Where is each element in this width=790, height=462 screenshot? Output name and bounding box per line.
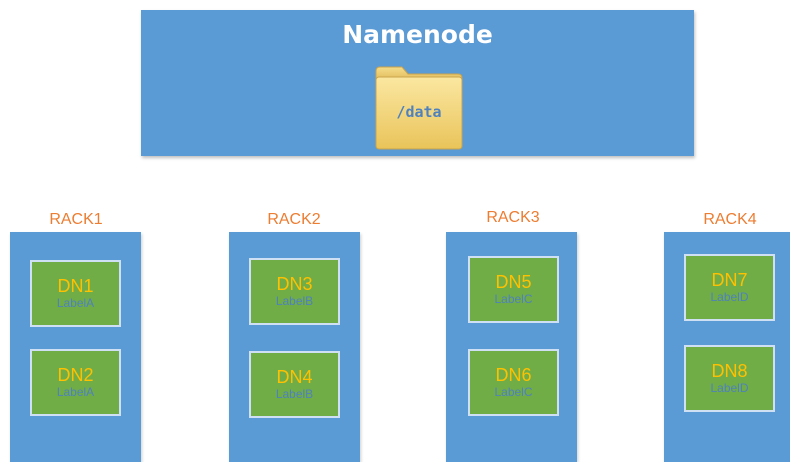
folder-label: /data bbox=[396, 103, 442, 121]
datanode: DN5 LabelC bbox=[468, 256, 559, 323]
rack-label: RACK3 bbox=[486, 209, 540, 226]
datanode: DN8 LabelD bbox=[684, 345, 775, 412]
datanode-name: DN1 bbox=[57, 276, 94, 296]
datanode-label: LabelA bbox=[56, 296, 95, 310]
datanode-name: DN8 bbox=[711, 361, 748, 381]
rack-box: DN7 LabelD DN8 LabelD bbox=[664, 232, 790, 462]
datanode-label: LabelC bbox=[494, 292, 533, 306]
rack-label: RACK2 bbox=[267, 211, 321, 228]
datanode-label: LabelB bbox=[275, 387, 314, 401]
datanode-label: LabelD bbox=[710, 290, 749, 304]
namenode-box: Namenode /data bbox=[141, 10, 694, 156]
datanode: DN7 LabelD bbox=[684, 254, 775, 321]
datanode-name: DN6 bbox=[495, 365, 532, 385]
datanode-name: DN2 bbox=[57, 365, 94, 385]
rack-label: RACK1 bbox=[49, 211, 103, 228]
datanode-label: LabelB bbox=[275, 294, 314, 308]
datanode: DN1 LabelA bbox=[30, 260, 121, 327]
datanode: DN6 LabelC bbox=[468, 349, 559, 416]
datanode-name: DN5 bbox=[495, 272, 532, 292]
datanode-label: LabelA bbox=[56, 385, 95, 399]
folder-icon: /data bbox=[372, 65, 466, 151]
datanode-label: LabelD bbox=[710, 381, 749, 395]
datanode-label: LabelC bbox=[494, 385, 533, 399]
rack-box: DN1 LabelA DN2 LabelA bbox=[10, 232, 141, 462]
datanode: DN4 LabelB bbox=[249, 351, 340, 418]
datanode-name: DN7 bbox=[711, 270, 748, 290]
rack-label: RACK4 bbox=[703, 211, 757, 228]
datanode-name: DN4 bbox=[276, 367, 313, 387]
namenode-title: Namenode bbox=[342, 20, 493, 49]
datanode-name: DN3 bbox=[276, 274, 313, 294]
datanode: DN3 LabelB bbox=[249, 258, 340, 325]
rack-box: DN5 LabelC DN6 LabelC bbox=[446, 232, 577, 462]
datanode: DN2 LabelA bbox=[30, 349, 121, 416]
rack-box: DN3 LabelB DN4 LabelB bbox=[229, 232, 360, 462]
